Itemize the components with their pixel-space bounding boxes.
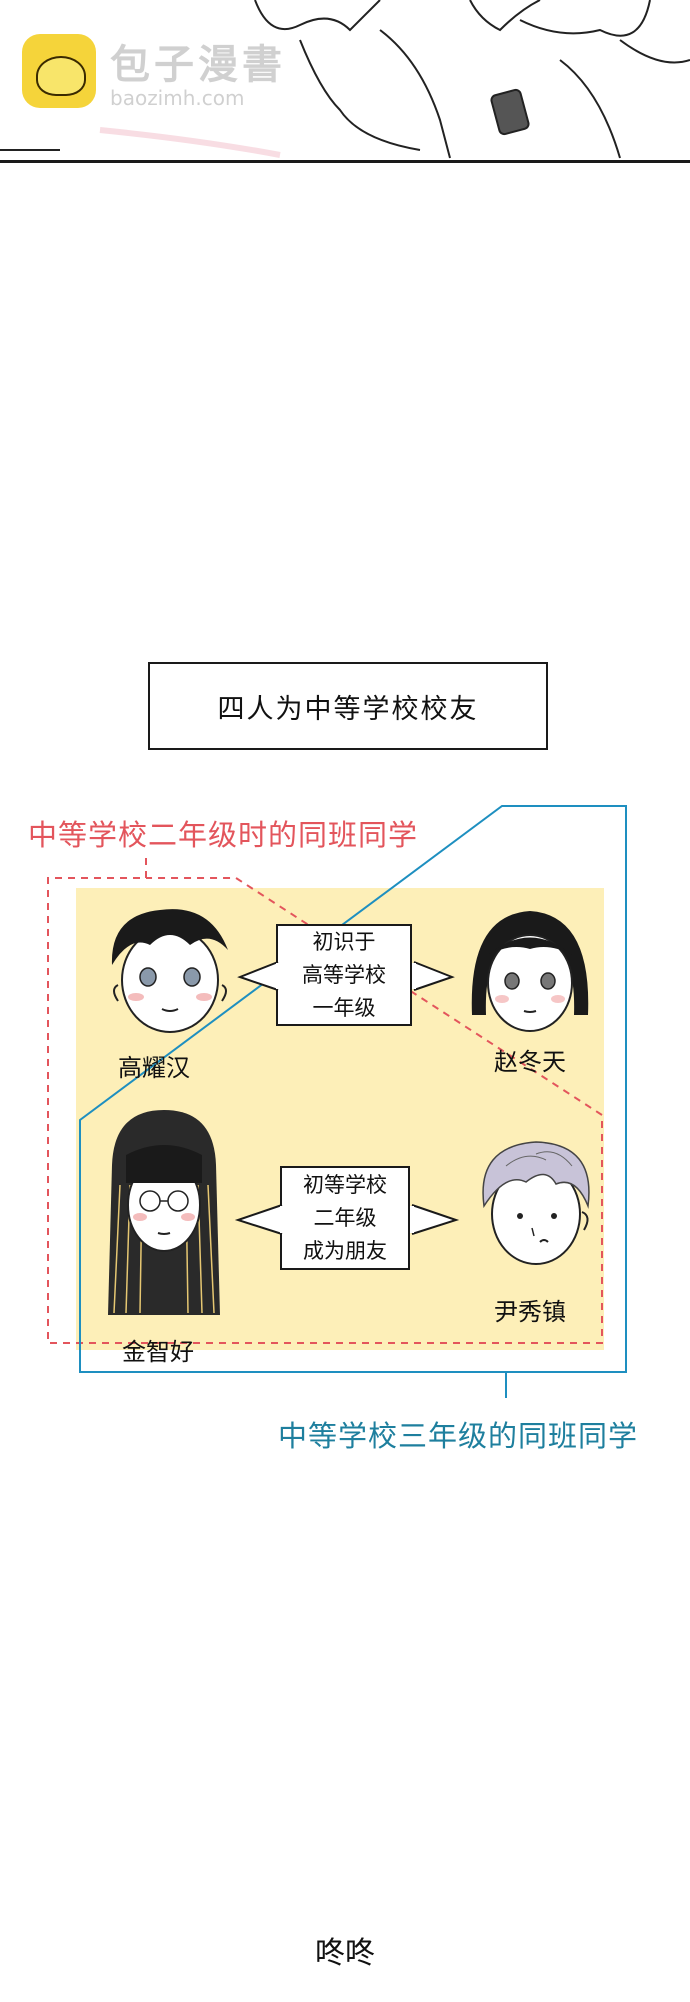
- bubble-top-line-1: 初识于: [312, 929, 376, 954]
- bubble-top-line-2: 高等学校: [302, 962, 386, 987]
- face-bottom-left: [108, 1110, 220, 1315]
- bun-logo-icon: [22, 34, 96, 108]
- speech-bubble-bottom: 初等学校 二年级 成为朋友: [234, 1166, 460, 1270]
- red-group-label: 中等学校二年级时的同班同学: [28, 818, 419, 852]
- blue-region: [79, 805, 627, 1373]
- face-bottom-right: [482, 1141, 590, 1265]
- sound-effect-text: 咚咚: [315, 1936, 375, 1971]
- title-box: 四人为中等学校校友: [148, 662, 548, 750]
- watermark-title: 包子漫書: [110, 41, 286, 88]
- red-dashed-region: [47, 858, 603, 1344]
- bubble-bottom-line-3: 成为朋友: [303, 1238, 387, 1263]
- watermark-url: baozimh.com: [110, 86, 245, 110]
- name-top-left: 高耀汉: [118, 1054, 190, 1082]
- bubble-bottom-line-1: 初等学校: [303, 1172, 387, 1197]
- face-top-left: [111, 909, 228, 1033]
- face-top-right: [471, 911, 589, 1032]
- name-top-right: 赵冬天: [494, 1048, 566, 1076]
- bubble-top-line-3: 一年级: [312, 995, 376, 1020]
- blue-group-label: 中等学校三年级的同班同学: [278, 1419, 639, 1453]
- top-comic-panel: 包子漫書 baozimh.com: [0, 0, 690, 163]
- watermark: 包子漫書 baozimh.com: [22, 32, 286, 110]
- bubble-bottom-line-2: 二年级: [313, 1205, 377, 1230]
- name-bottom-left: 金智好: [122, 1338, 194, 1366]
- name-bottom-right: 尹秀镇: [494, 1298, 566, 1326]
- speech-bubble-top: 初识于 高等学校 一年级: [237, 924, 455, 1026]
- comic-fragment-art: [0, 0, 690, 159]
